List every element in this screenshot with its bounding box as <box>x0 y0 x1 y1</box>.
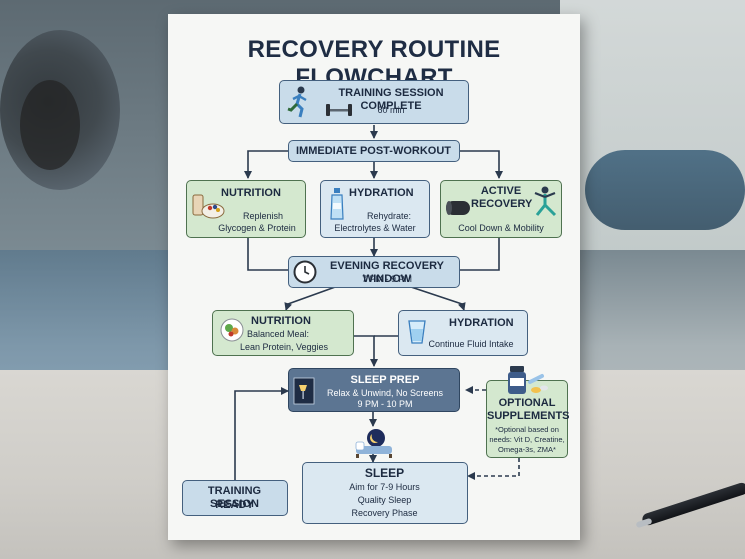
water-bottle-icon <box>330 188 344 220</box>
flowchart-poster: RECOVERY ROUTINE FLOWCHART <box>168 14 580 540</box>
flow-connectors <box>234 125 520 480</box>
node-active-recovery-title-1: ACTIVE <box>480 185 522 197</box>
node-sleep-detail-1: Aim for 7-9 Hours <box>349 482 420 492</box>
bed-lamp-icon <box>293 377 315 405</box>
node-optional-supplements-detail-2: needs: Vit D, Creatine, <box>489 435 565 444</box>
food-bowl-icon <box>192 194 225 219</box>
node-immediate-post-workout: IMMEDIATE POST-WORKOUT <box>288 140 460 162</box>
node-nutrition-evening-detail-1: Balanced Meal: <box>247 329 310 339</box>
node-nutrition-evening-title: NUTRITION <box>251 315 311 327</box>
node-optional-supplements-detail-1: *Optional based on <box>495 425 559 434</box>
background-yoga-mat <box>0 250 175 370</box>
node-nutrition-post-workout-detail-2: Glycogen & Protein <box>218 223 296 233</box>
barbell-icon <box>326 104 352 116</box>
node-evening-recovery-window-detail: 7 PM - 9 PM <box>361 274 412 284</box>
node-sleep-prep: SLEEP PREP Relax & Unwind, No Screens 9 … <box>288 368 460 412</box>
node-optional-supplements-title-2: SUPPLEMENTS <box>487 410 570 422</box>
supplement-bottle-icon <box>508 366 548 394</box>
background-rolled-mat <box>585 150 745 230</box>
node-hydration-evening: HYDRATION Continue Fluid Intake <box>398 310 528 356</box>
sleeping-person-icon <box>355 429 392 458</box>
node-training-ready-title-1: TRAINING SESSION <box>207 485 262 510</box>
node-nutrition-post-workout-title: NUTRITION <box>221 187 281 199</box>
node-sleep-prep-detail-2: 9 PM - 10 PM <box>357 399 413 409</box>
node-hydration-evening-title: HYDRATION <box>449 317 514 329</box>
node-training-ready: TRAINING SESSION READY <box>182 480 288 516</box>
node-sleep-prep-title: SLEEP PREP <box>350 374 420 386</box>
node-sleep-title: SLEEP <box>364 466 405 480</box>
node-training-ready-title-2: READY <box>215 499 254 511</box>
node-training-complete-title: TRAINING SESSION COMPLETE <box>338 87 444 112</box>
node-evening-recovery-window: EVENING RECOVERY WINDOW 7 PM - 9 PM <box>288 256 460 288</box>
node-training-complete-detail: 60 min <box>377 105 405 115</box>
node-nutrition-evening-detail-2: Lean Protein, Veggies <box>239 342 329 352</box>
node-training-complete: TRAINING SESSION COMPLETE 60 min <box>279 80 469 124</box>
foam-roller-icon <box>446 201 470 215</box>
node-active-recovery-title-2: RECOVERY <box>471 198 533 210</box>
clock-icon <box>293 260 317 284</box>
background-weight-plate <box>20 80 80 170</box>
node-optional-supplements-title-1: OPTIONAL <box>498 397 556 409</box>
node-hydration-evening-detail: Continue Fluid Intake <box>428 339 514 349</box>
node-optional-supplements-detail-3: Omega-3s, ZMA* <box>498 445 556 454</box>
node-optional-supplements: OPTIONAL SUPPLEMENTS *Optional based on … <box>486 380 570 458</box>
node-active-recovery: ACTIVE RECOVERY Cool Down & Mobility <box>440 180 562 238</box>
node-nutrition-post-workout: NUTRITION Replenish Glycogen & Protein <box>186 180 306 238</box>
node-sleep-prep-detail-1: Relax & Unwind, No Screens <box>326 388 444 398</box>
node-nutrition-post-workout-detail-1: Replenish <box>242 211 284 221</box>
node-sleep: SLEEP Aim for 7-9 Hours Quality Sleep Re… <box>302 462 468 524</box>
node-hydration-post-workout-title: HYDRATION <box>349 187 414 199</box>
node-active-recovery-detail: Cool Down & Mobility <box>458 223 544 233</box>
node-nutrition-evening: NUTRITION Balanced Meal: Lean Protein, V… <box>212 310 354 356</box>
node-sleep-detail-3: Recovery Phase <box>351 508 418 518</box>
salad-plate-icon <box>220 318 244 342</box>
node-hydration-post-workout: HYDRATION Rehydrate: Electrolytes & Wate… <box>320 180 430 238</box>
node-evening-recovery-window-title: EVENING RECOVERY WINDOW <box>330 260 444 285</box>
runner-icon <box>287 86 307 118</box>
node-hydration-post-workout-detail-1: Rehydrate: <box>366 211 412 221</box>
node-sleep-detail-2: Quality Sleep <box>357 495 412 505</box>
node-immediate-post-workout-title: IMMEDIATE POST-WORKOUT <box>295 145 451 157</box>
water-glass-icon <box>408 320 426 344</box>
stretching-person-icon <box>534 186 557 217</box>
node-hydration-post-workout-detail-2: Electrolytes & Water <box>334 223 416 233</box>
